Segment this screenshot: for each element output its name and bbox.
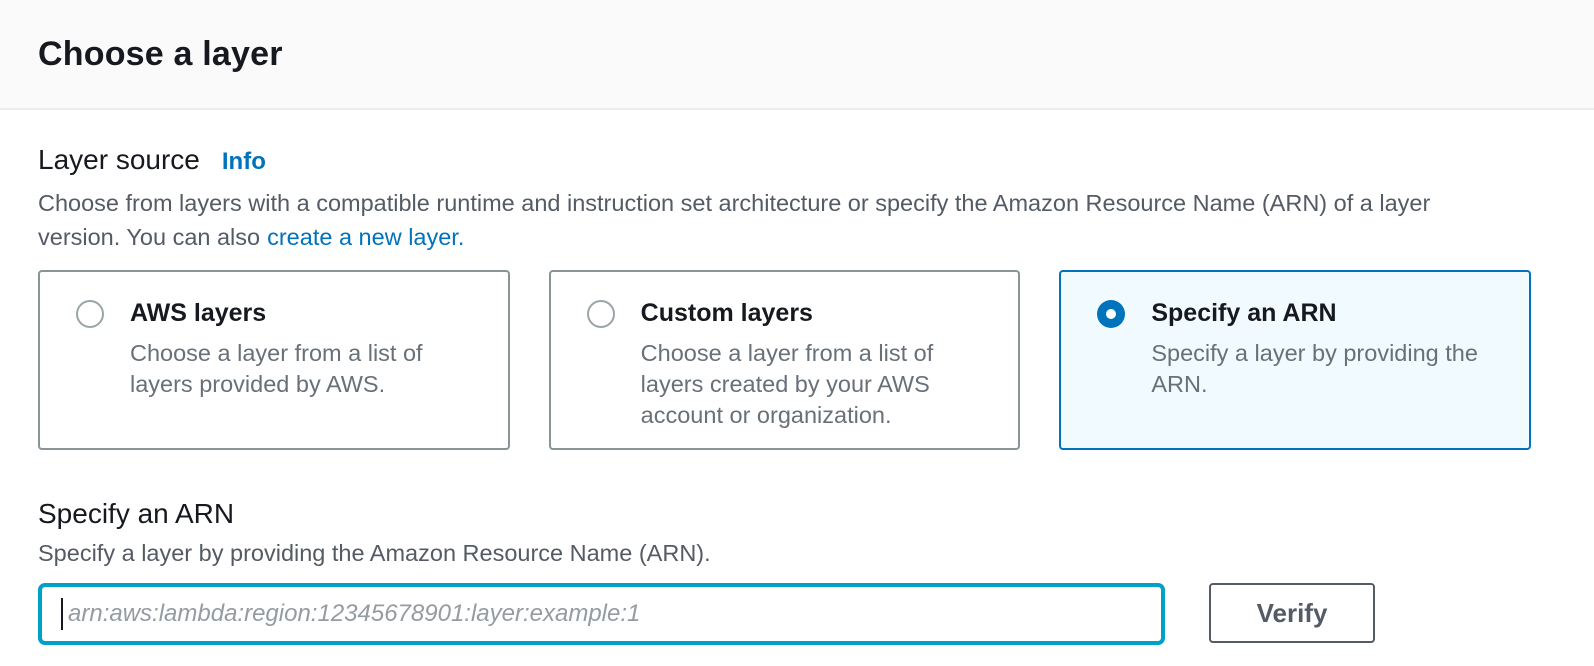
tile-custom-layers[interactable]: Custom layers Choose a layer from a list… <box>548 270 1021 450</box>
info-link[interactable]: Info <box>221 148 266 175</box>
radio-selected-icon[interactable] <box>1097 300 1126 328</box>
tile-title: Specify an ARN <box>1151 298 1337 327</box>
tile-title: Custom layers <box>640 298 813 327</box>
panel-header: Choose a layer <box>0 0 1594 110</box>
tile-specify-an-arn[interactable]: Specify an ARN Specify a layer by provid… <box>1059 270 1532 450</box>
arn-input[interactable] <box>38 583 1165 645</box>
layer-source-label: Layer source <box>38 144 200 175</box>
text-caret <box>61 598 63 630</box>
layer-source-description-text: Choose from layers with a compatible run… <box>38 190 1431 250</box>
tile-description: Specify a layer by providing the ARN. <box>1151 340 1478 397</box>
radio-unselected-icon[interactable] <box>76 300 104 328</box>
panel-content: Layer source Info Choose from layers wit… <box>0 110 1594 645</box>
tile-description: Choose a layer from a list of layers cre… <box>640 340 934 428</box>
layer-source-options: AWS layers Choose a layer from a list of… <box>38 270 1532 450</box>
tile-description: Choose a layer from a list of layers pro… <box>130 340 423 397</box>
layer-source-description: Choose from layers with a compatible run… <box>38 186 1504 254</box>
page-title: Choose a layer <box>38 34 283 73</box>
specify-arn-description: Specify a layer by providing the Amazon … <box>38 540 711 566</box>
radio-unselected-icon[interactable] <box>586 300 615 328</box>
specify-arn-title: Specify an ARN <box>38 498 235 529</box>
create-new-layer-link[interactable]: create a new layer. <box>267 224 465 250</box>
tile-aws-layers[interactable]: AWS layers Choose a layer from a list of… <box>38 270 510 450</box>
tile-title: AWS layers <box>130 298 267 327</box>
layer-source-label-row: Layer source Info <box>38 144 1531 176</box>
specify-arn-section: Specify an ARN Specify a layer by provid… <box>38 498 1531 645</box>
verify-button[interactable]: Verify <box>1209 583 1375 643</box>
arn-input-wrap <box>38 583 1165 645</box>
arn-input-row: Verify <box>38 583 1531 645</box>
